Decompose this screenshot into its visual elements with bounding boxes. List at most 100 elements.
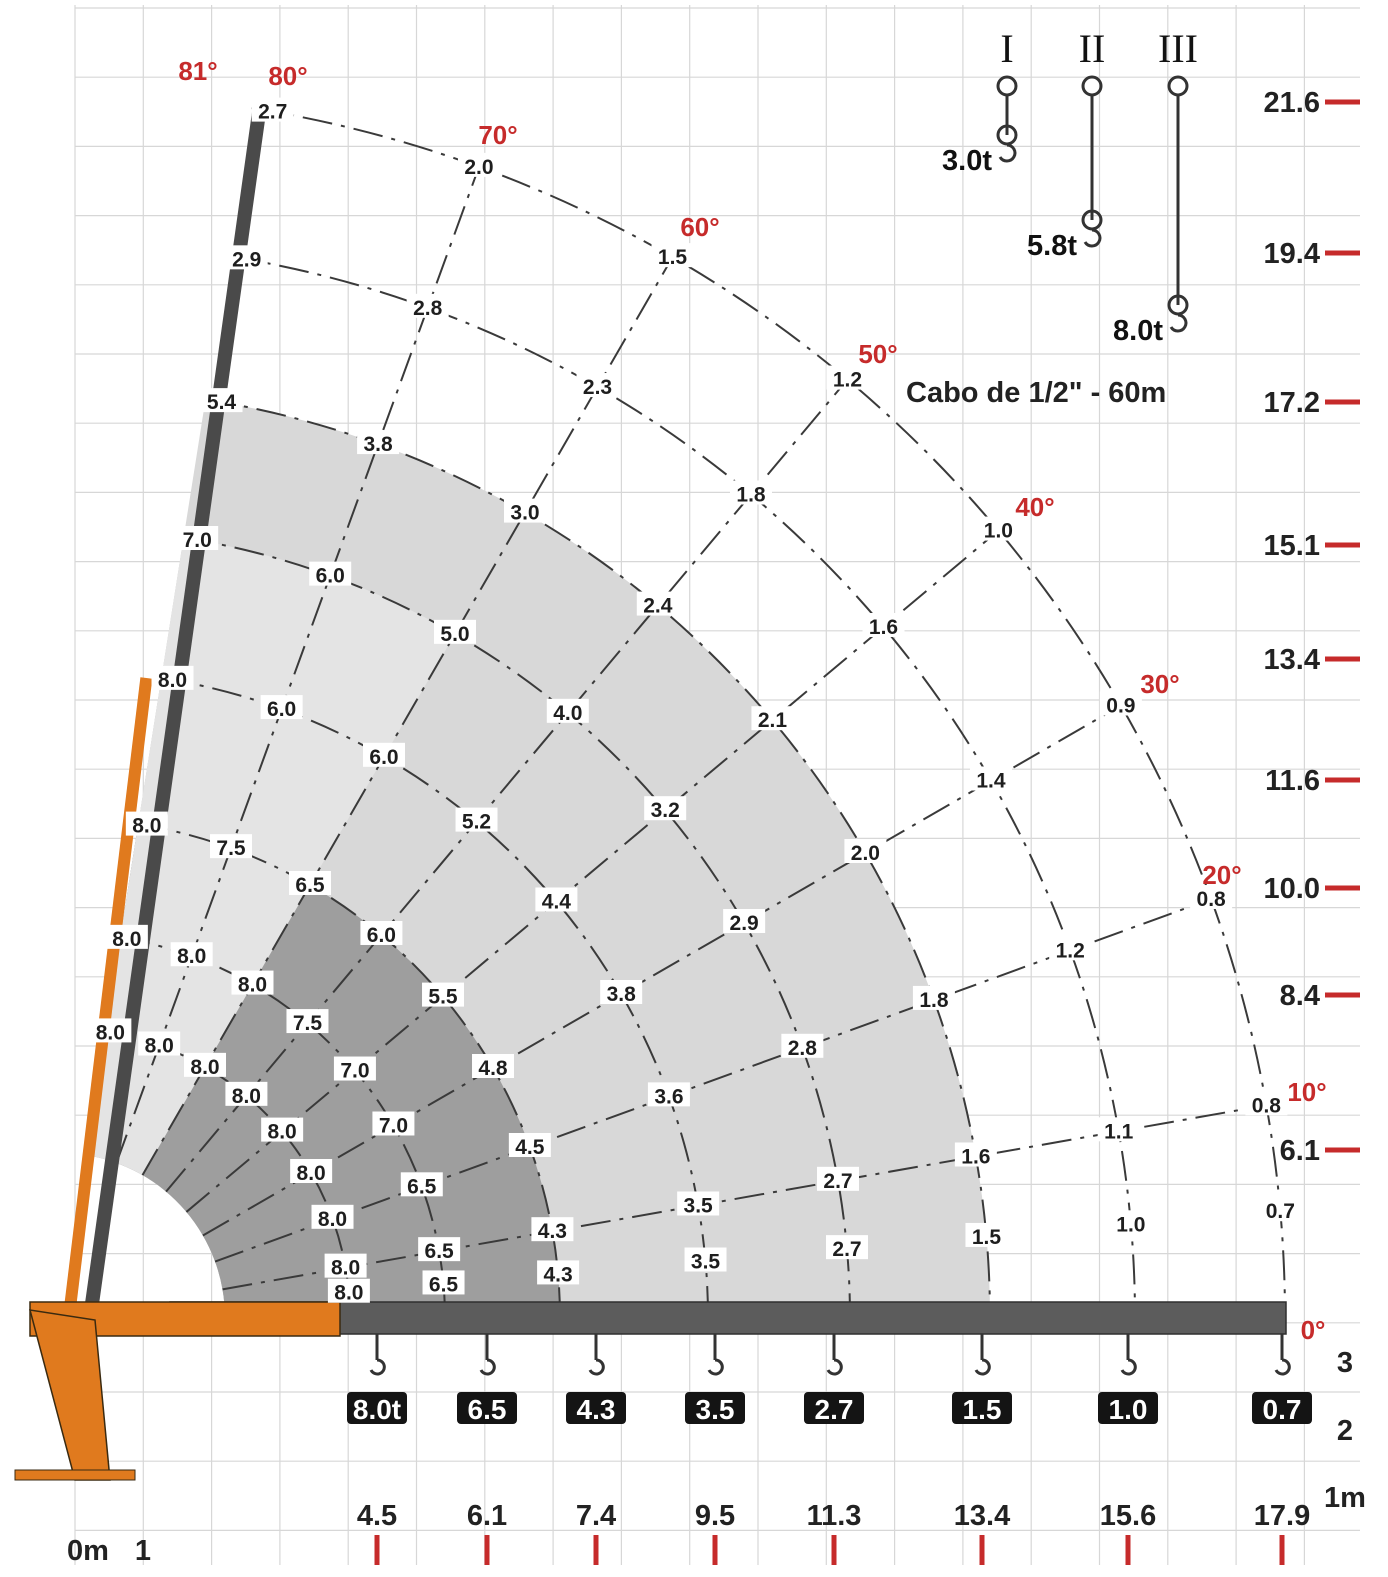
capacity-zones — [85, 399, 990, 1318]
horizontal-hooks — [369, 1334, 1291, 1376]
capacity-badge — [952, 1392, 1012, 1424]
capacity-label-bg — [600, 980, 643, 1004]
capacity-label: 4.0 — [553, 702, 582, 725]
capacity-label: 4.5 — [515, 1136, 545, 1159]
capacity-label: 6.5 — [295, 874, 325, 897]
capacity-badge-text: 1.5 — [963, 1394, 1002, 1425]
capacity-label-bg — [651, 243, 694, 268]
hook-icon — [1120, 1358, 1137, 1376]
capacity-label: 3.6 — [654, 1085, 683, 1108]
capacity-label-bg — [816, 1166, 859, 1191]
hook-icon — [998, 143, 1017, 163]
capacity-label: 3.5 — [684, 1194, 714, 1217]
hook-icon — [369, 1358, 386, 1376]
capacity-label: 0.8 — [1252, 1094, 1282, 1117]
capacity-label: 2.7 — [823, 1170, 852, 1193]
capacity-label-bg — [537, 1260, 580, 1285]
capacity-label: 2.1 — [758, 709, 788, 732]
pulley-icon — [1167, 75, 1189, 97]
height-axis-label: 2 — [1337, 1415, 1353, 1447]
capacity-label: 8.0 — [238, 974, 267, 997]
capacity-labels: 2.72.01.51.21.00.90.80.80.72.92.82.31.81… — [89, 97, 1302, 1305]
capacity-label: 6.0 — [369, 746, 398, 769]
capacity-label-bg — [422, 1270, 465, 1295]
capacity-label: 8.0 — [145, 1034, 174, 1057]
capacity-label-bg — [457, 152, 500, 177]
capacity-label-bg — [1259, 1197, 1302, 1222]
capacity-label-bg — [225, 245, 268, 270]
pulley-icon — [996, 75, 1018, 97]
reeving-capacity: 3.0t — [942, 145, 992, 177]
capacity-label: 8.0 — [112, 928, 141, 951]
capacity-label-bg — [647, 1082, 690, 1107]
capacity-label-bg — [289, 870, 331, 895]
capacity-label: 2.9 — [730, 912, 759, 935]
capacity-label-bg — [400, 1172, 443, 1197]
height-label: 17.2 — [1264, 387, 1320, 419]
capacity-label-bg — [1109, 1210, 1152, 1235]
capacity-label: 3.8 — [607, 983, 637, 1006]
capacity-label: 1.2 — [1056, 939, 1085, 962]
hook-icon — [1083, 228, 1102, 248]
capacity-label-bg — [89, 1018, 132, 1043]
angle-label-20: 20° — [1202, 860, 1241, 890]
radius-label: 11.3 — [807, 1500, 862, 1532]
capacity-label: 1.0 — [1116, 1213, 1145, 1236]
capacity-label: 6.5 — [407, 1175, 437, 1198]
capacity-label: 2.4 — [643, 595, 673, 618]
capacity-label: 1.6 — [869, 616, 898, 639]
capacity-label: 7.0 — [340, 1060, 369, 1083]
height-label: 21.6 — [1264, 87, 1320, 119]
capacity-label: 2.7 — [832, 1238, 861, 1261]
capacity-badge-text: 8.0t — [353, 1394, 401, 1425]
capacity-badge-text: 0.7 — [1263, 1394, 1302, 1425]
hook-icon — [974, 1358, 991, 1376]
capacity-label-bg — [309, 561, 352, 586]
block-icon — [996, 124, 1018, 146]
capacity-badge — [566, 1392, 626, 1424]
capacity-label-bg — [261, 1117, 304, 1142]
capacity-badge — [1252, 1392, 1312, 1424]
capacity-label: 7.0 — [379, 1115, 408, 1138]
capacity-badge-text: 6.5 — [468, 1394, 507, 1425]
capacity-badge-text: 3.5 — [696, 1394, 735, 1425]
capacity-label-bg — [729, 480, 772, 505]
capacity-label: 2.9 — [232, 248, 261, 271]
height-label: 15.1 — [1264, 530, 1320, 562]
capacity-label: 1.2 — [833, 369, 862, 392]
capacity-label-bg — [1190, 885, 1233, 910]
hook-icon — [588, 1358, 605, 1376]
capacity-label: 5.4 — [207, 391, 237, 414]
capacity-label-bg — [200, 388, 243, 413]
reeving-numeral-I: I — [1000, 26, 1013, 71]
block-icon — [1167, 294, 1189, 316]
height-label: 6.1 — [1280, 1135, 1320, 1167]
angle-label-60: 60° — [680, 212, 719, 242]
capacity-label-bg — [231, 970, 274, 995]
capacity-label-bg — [965, 1222, 1008, 1247]
height-label: 19.4 — [1264, 238, 1320, 270]
capacity-label-bg — [290, 1159, 333, 1183]
radius-label: 6.1 — [467, 1500, 507, 1532]
arc-extension-6 — [205, 398, 991, 1319]
capacity-label-bg — [636, 591, 679, 616]
ray-60-deg — [141, 256, 674, 1176]
capacity-badge-text: 1.0 — [1109, 1394, 1148, 1425]
angle-label-10: 10° — [1287, 1077, 1326, 1107]
base-plate — [14, 1469, 136, 1481]
capacity-label: 2.8 — [413, 297, 443, 320]
radius-label: 7.4 — [576, 1500, 616, 1532]
height-label: 13.4 — [1264, 644, 1320, 676]
boom-horizontal — [169, 1301, 1287, 1335]
capacity-label: 4.3 — [543, 1263, 572, 1286]
capacity-label-bg — [327, 1278, 370, 1303]
capacity-label: 5.2 — [462, 811, 491, 834]
capacity-label-bg — [684, 1247, 727, 1272]
capacity-label: 1.8 — [919, 989, 949, 1012]
capacity-label-bg — [825, 1235, 868, 1260]
capacity-label: 6.0 — [267, 698, 296, 721]
capacity-label-bg — [504, 498, 546, 523]
